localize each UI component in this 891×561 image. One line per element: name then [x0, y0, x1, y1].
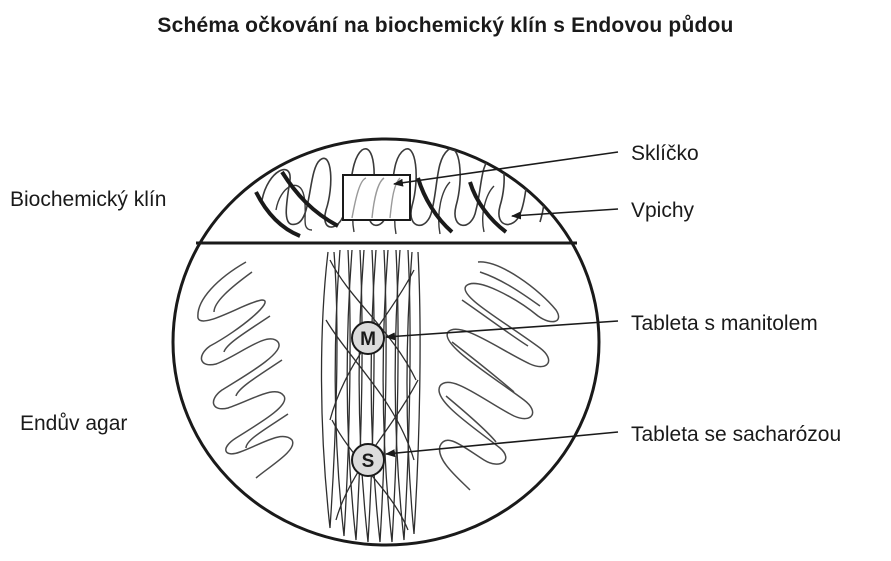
tablet-sucrose-letter: S [362, 451, 375, 472]
endo-right-streak [439, 262, 559, 490]
tablet-sucrose: S [352, 444, 384, 476]
puncture-mark-4 [470, 182, 506, 232]
label-biochem-wedge: Biochemický klín [10, 188, 166, 211]
label-tablet-sucrose: Tableta se sacharózou [631, 423, 841, 446]
label-slide: Sklíčko [631, 142, 699, 165]
label-punctures: Vpichy [631, 199, 695, 222]
arrow-slide [394, 152, 618, 184]
tablet-mannitol-letter: M [360, 329, 376, 350]
endo-left-streak [198, 262, 293, 478]
arrow-punctures [512, 209, 618, 216]
central-streak-zone [322, 250, 421, 542]
label-endo-agar: Endův agar [20, 412, 127, 435]
arrow-tablet-mannitol [386, 321, 618, 337]
label-tablet-mannitol: Tableta s manitolem [631, 312, 818, 335]
tablet-mannitol: M [352, 322, 384, 354]
